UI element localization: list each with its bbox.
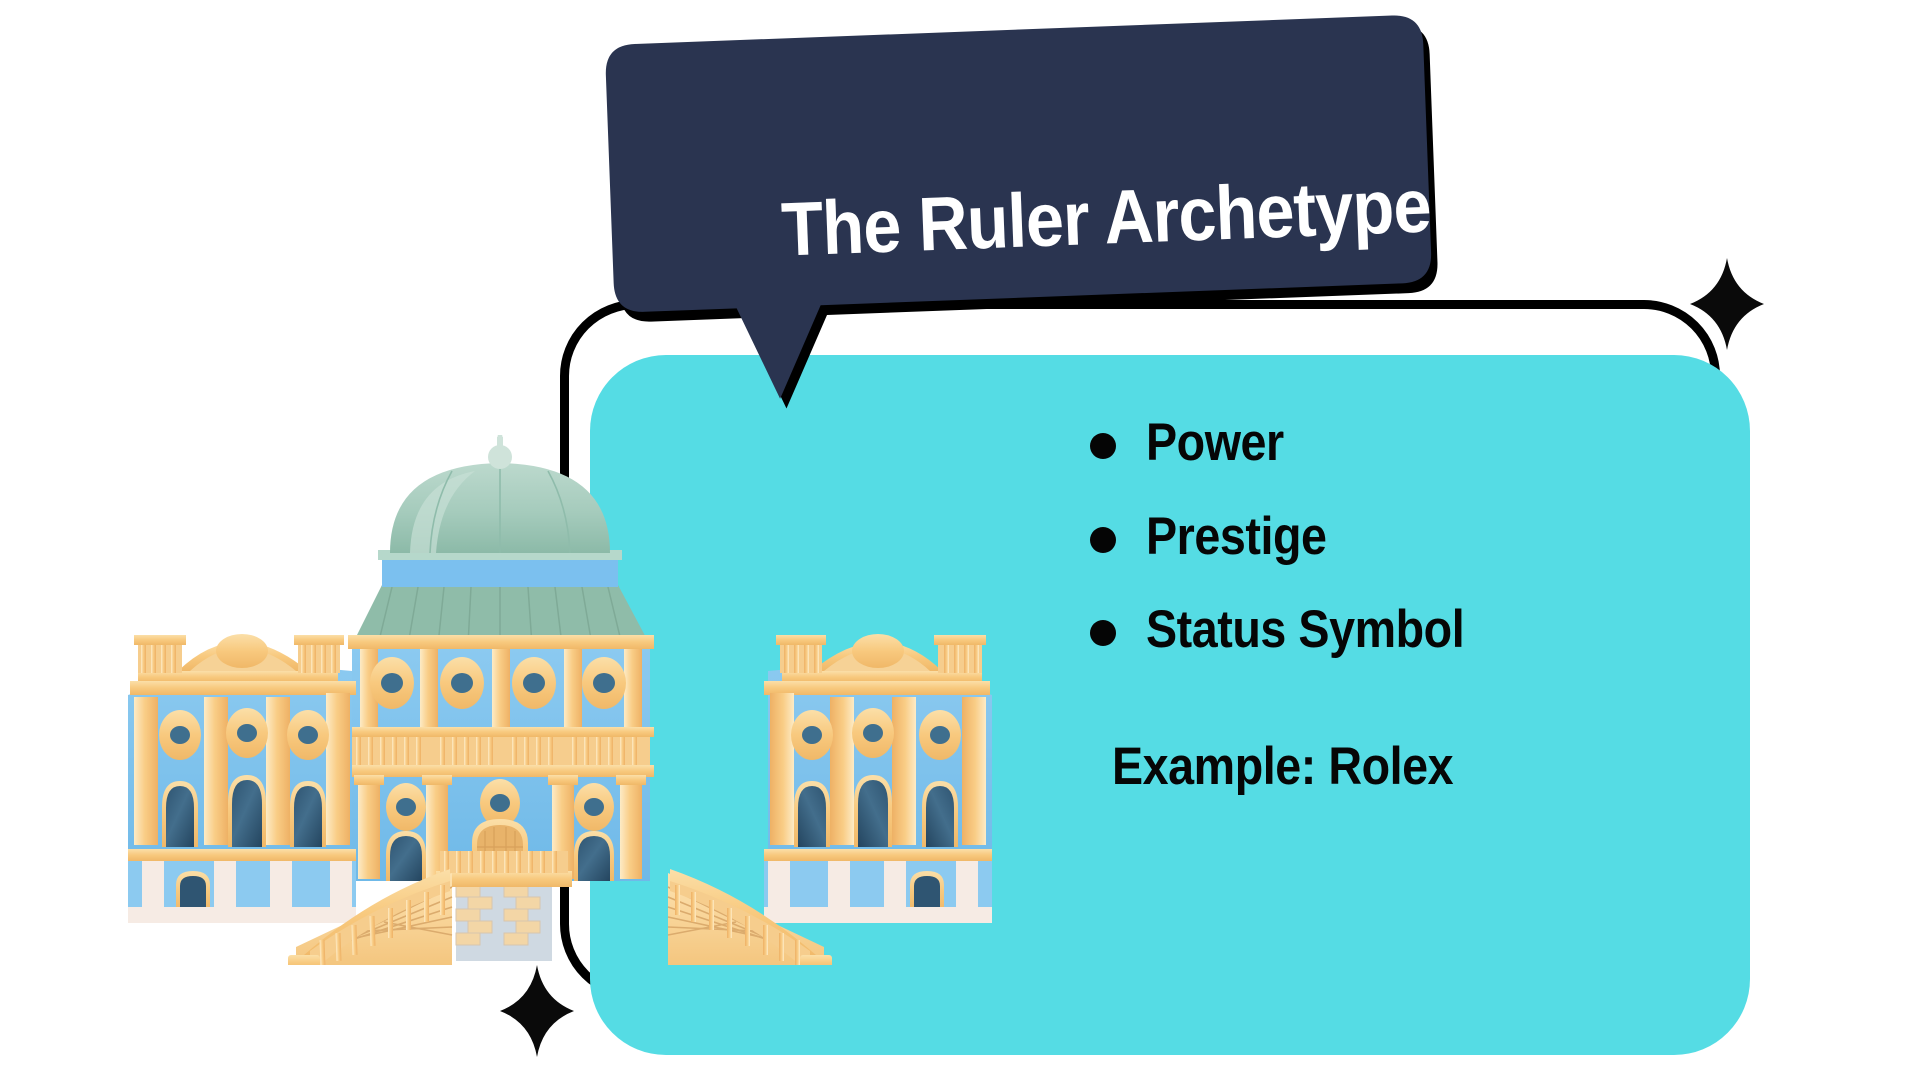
bullet-dot-icon [1090,433,1116,459]
four-point-star-icon [1690,258,1764,355]
card-content: Power Prestige Status Symbol Example: Ro… [1090,415,1710,797]
four-point-star-icon [500,965,574,1062]
bullet-label: Prestige [1146,506,1327,566]
bullet-label: Status Symbol [1146,600,1465,660]
bullet-dot-icon [1090,526,1116,553]
bullet-label: Power [1146,413,1284,472]
baroque-palace-illustration [120,425,1000,971]
list-item: Power [1090,415,1710,471]
benefits-list: Power Prestige Status Symbol [1090,415,1710,658]
list-item: Prestige [1090,506,1710,566]
list-item: Status Symbol [1090,602,1710,658]
bullet-dot-icon [1090,620,1116,647]
speech-bubble: The Ruler Archetype [580,15,1440,418]
example-text: Example: Rolex [1112,736,1454,796]
